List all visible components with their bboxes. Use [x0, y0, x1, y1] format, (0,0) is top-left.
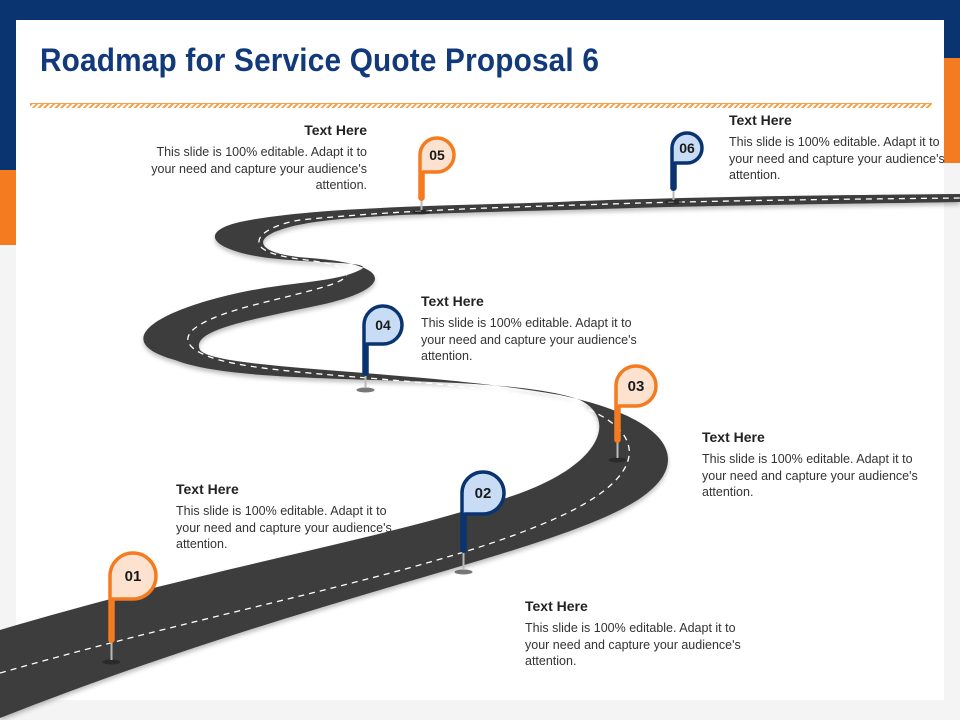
pin-number: 06: [679, 140, 695, 156]
step-05-description: This slide is 100% editable. Adapt it to…: [151, 145, 367, 192]
pin-shadow: [412, 209, 431, 215]
pin-number: 01: [125, 568, 142, 585]
step-03-heading: Text Here: [702, 429, 765, 445]
road-surface: [0, 194, 960, 718]
step-04-text: Text Here This slide is 100% editable. A…: [421, 293, 651, 365]
pin-tip: [460, 547, 467, 553]
pin-marker: [362, 304, 404, 375]
pin-shadow: [454, 569, 473, 575]
step-05-heading: Text Here: [304, 122, 367, 138]
pin-shadow: [664, 199, 683, 205]
step-01-heading: Text Here: [176, 481, 239, 497]
step-01-text: Text Here This slide is 100% editable. A…: [176, 481, 406, 553]
pin-tip: [418, 195, 425, 201]
step-06-description: This slide is 100% editable. Adapt it to…: [729, 135, 945, 182]
step-06-heading: Text Here: [729, 112, 792, 128]
step-06-text: Text Here This slide is 100% editable. A…: [729, 112, 959, 184]
pin-marker: [460, 470, 506, 552]
step-02-text: Text Here This slide is 100% editable. A…: [525, 598, 755, 670]
milestone-pin-05: 05: [412, 136, 456, 215]
road-center-line: [0, 197, 960, 674]
pin-tip: [614, 437, 621, 443]
title-divider: [30, 103, 932, 108]
pin-number: 05: [429, 147, 445, 163]
right-accent-bar-orange: [944, 58, 960, 163]
pin-shadow: [356, 387, 375, 393]
right-accent-bar-blue: [944, 20, 960, 58]
pin-marker: [418, 136, 456, 200]
step-04-heading: Text Here: [421, 293, 484, 309]
pin-tip: [108, 637, 115, 643]
left-accent-bar-blue: [0, 20, 16, 170]
milestone-pin-04: 04: [356, 304, 404, 393]
milestone-pin-03: 03: [608, 364, 658, 463]
pin-tip: [670, 185, 677, 191]
step-02-heading: Text Here: [525, 598, 588, 614]
step-04-description: This slide is 100% editable. Adapt it to…: [421, 316, 637, 363]
step-02-description: This slide is 100% editable. Adapt it to…: [525, 621, 741, 668]
milestone-pin-02: 02: [454, 470, 506, 575]
step-03-description: This slide is 100% editable. Adapt it to…: [702, 452, 918, 499]
milestone-pin-06: 06: [664, 131, 704, 205]
pin-shadow: [102, 659, 121, 665]
left-accent-bar-orange: [0, 170, 16, 245]
step-03-text: Text Here This slide is 100% editable. A…: [702, 429, 932, 501]
pin-marker: [670, 131, 704, 190]
pin-number: 02: [475, 485, 492, 502]
milestone-pin-01: 01: [102, 551, 158, 665]
pin-marker: [108, 551, 158, 642]
pin-marker: [614, 364, 658, 442]
pin-tip: [362, 370, 369, 376]
top-accent-bar: [0, 0, 960, 20]
pin-number: 04: [375, 317, 391, 333]
pin-shadow: [608, 457, 627, 463]
pin-number: 03: [628, 378, 645, 395]
step-01-description: This slide is 100% editable. Adapt it to…: [176, 504, 392, 551]
slide-title: Roadmap for Service Quote Proposal 6: [40, 42, 600, 78]
road: [0, 194, 960, 718]
step-05-text: Text Here This slide is 100% editable. A…: [137, 122, 367, 194]
